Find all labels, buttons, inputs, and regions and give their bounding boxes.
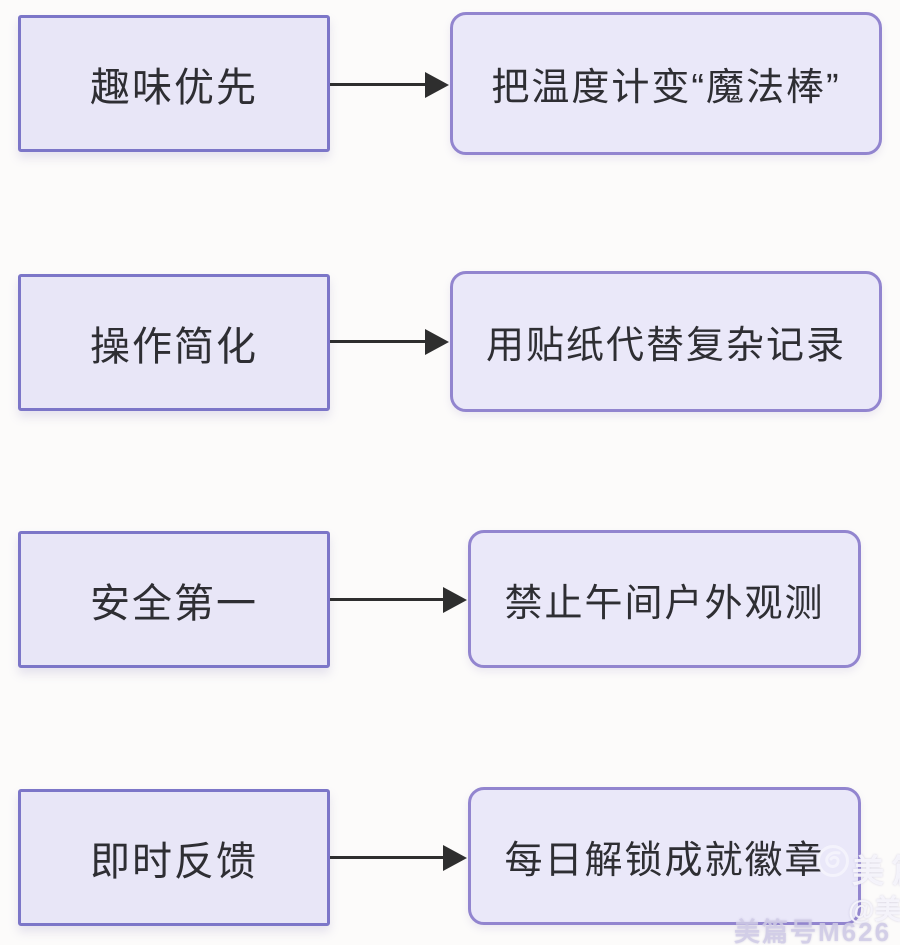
watermark-footer: 美篇号M626	[734, 917, 892, 945]
flow-node-label: 趣味优先	[90, 65, 258, 110]
flow-node-label: 把温度计变“魔法棒”	[491, 67, 841, 109]
arrow-right-icon	[330, 340, 426, 343]
flow-node-principle-3: 安全第一	[18, 531, 330, 668]
flow-node-action-3: 禁止午间户外观测	[468, 530, 861, 668]
flow-node-label: 用贴纸代替复杂记录	[485, 325, 846, 367]
watermark-handle: @美	[848, 895, 900, 925]
meipian-swirl-icon	[817, 845, 849, 877]
flow-node-label: 禁止午间户外观测	[504, 582, 825, 625]
flow-node-label: 即时反馈	[90, 839, 258, 884]
flow-node-action-1: 把温度计变“魔法棒”	[450, 12, 882, 155]
flow-node-principle-2: 操作简化	[18, 274, 330, 411]
flow-node-principle-1: 趣味优先	[18, 15, 330, 152]
watermark-brand: 美篇	[852, 853, 900, 889]
flow-node-action-4: 每日解锁成就徽章	[468, 787, 861, 925]
arrow-right-icon	[330, 856, 444, 859]
flow-node-action-2: 用贴纸代替复杂记录	[450, 271, 882, 412]
flow-node-label: 每日解锁成就徽章	[504, 839, 825, 882]
arrow-right-icon	[330, 83, 426, 86]
arrow-right-icon	[330, 598, 444, 601]
flow-node-label: 安全第一	[90, 581, 258, 626]
flow-node-label: 操作简化	[90, 324, 258, 369]
flow-node-principle-4: 即时反馈	[18, 789, 330, 926]
